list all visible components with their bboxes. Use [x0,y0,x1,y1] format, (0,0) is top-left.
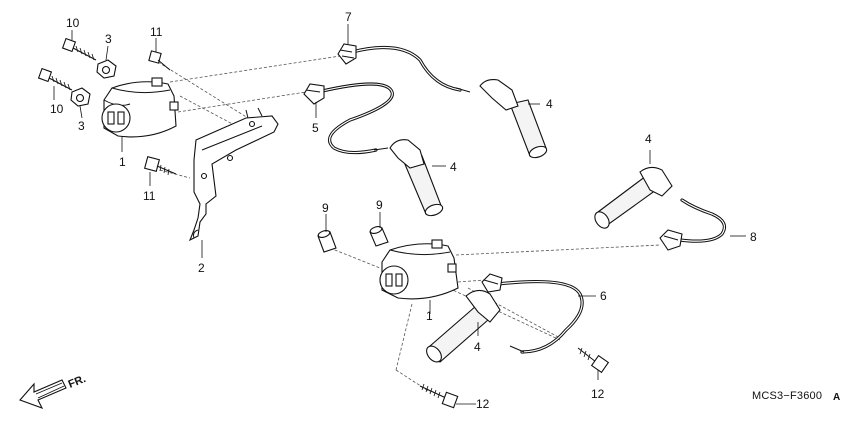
diagram-code-suffix: A [833,392,840,403]
plug-cap-4-center [389,139,444,217]
bolt-10-lower [37,67,73,91]
bolt-10-upper [61,37,97,61]
callout-10-upper: 10 [66,16,80,30]
callout-8: 8 [750,230,757,244]
callout-1-upper: 1 [119,155,126,169]
ignition-cable-6 [481,273,584,354]
bolt-12-lower-left [419,383,459,409]
callout-numbers: 10 3 11 7 10 3 4 1 5 4 11 2 4 8 9 9 6 1 … [50,10,757,411]
front-direction-label: FR. [67,373,88,391]
ignition-cable-7 [337,43,471,93]
front-direction-indicator: FR. [19,373,88,409]
ignition-cable-8 [659,198,726,251]
callout-4-lower: 4 [474,340,481,354]
diagram-code: MCS3−F3600 [752,390,822,402]
plug-cap-4-lower [426,289,501,363]
callout-9-right: 9 [376,198,383,212]
bolt-12-lower-right [577,347,610,374]
callout-6: 6 [600,289,607,303]
callout-2: 2 [198,261,205,275]
callout-11-upper: 11 [150,25,163,39]
callout-4-center: 4 [450,160,457,174]
callout-12-right: 12 [591,387,605,401]
collar-3-lower [70,87,91,107]
collar-3-upper [96,59,117,79]
diagram-code-block: MCS3−F3600 A [752,390,840,403]
bolt-11-upper [148,50,171,71]
collar-9-right [369,226,389,247]
callout-1-lower: 1 [426,309,433,323]
callout-12-left: 12 [476,397,490,411]
callout-3-lower: 3 [78,119,85,133]
ignition-coil-upper [101,77,179,138]
collar-9-left [317,230,337,253]
callout-7: 7 [345,10,352,24]
callout-4-upper-right: 4 [546,97,553,111]
callout-9-left: 9 [322,201,329,215]
bolt-11-lower [143,155,177,176]
plug-cap-4-right [594,166,673,229]
ignition-coil-lower [379,239,459,300]
callout-leaders [53,24,746,405]
callout-3-upper: 3 [105,32,112,46]
ignition-cable-5 [303,82,394,155]
plug-cap-4-upper-right [479,79,548,159]
callout-10-lower: 10 [50,102,64,116]
guide-lines [157,55,661,393]
mounting-bracket [188,107,279,242]
front-arrow-icon [19,379,67,409]
callout-4-right: 4 [645,132,652,146]
callout-11-lower: 11 [143,189,156,203]
callout-5: 5 [312,121,319,135]
